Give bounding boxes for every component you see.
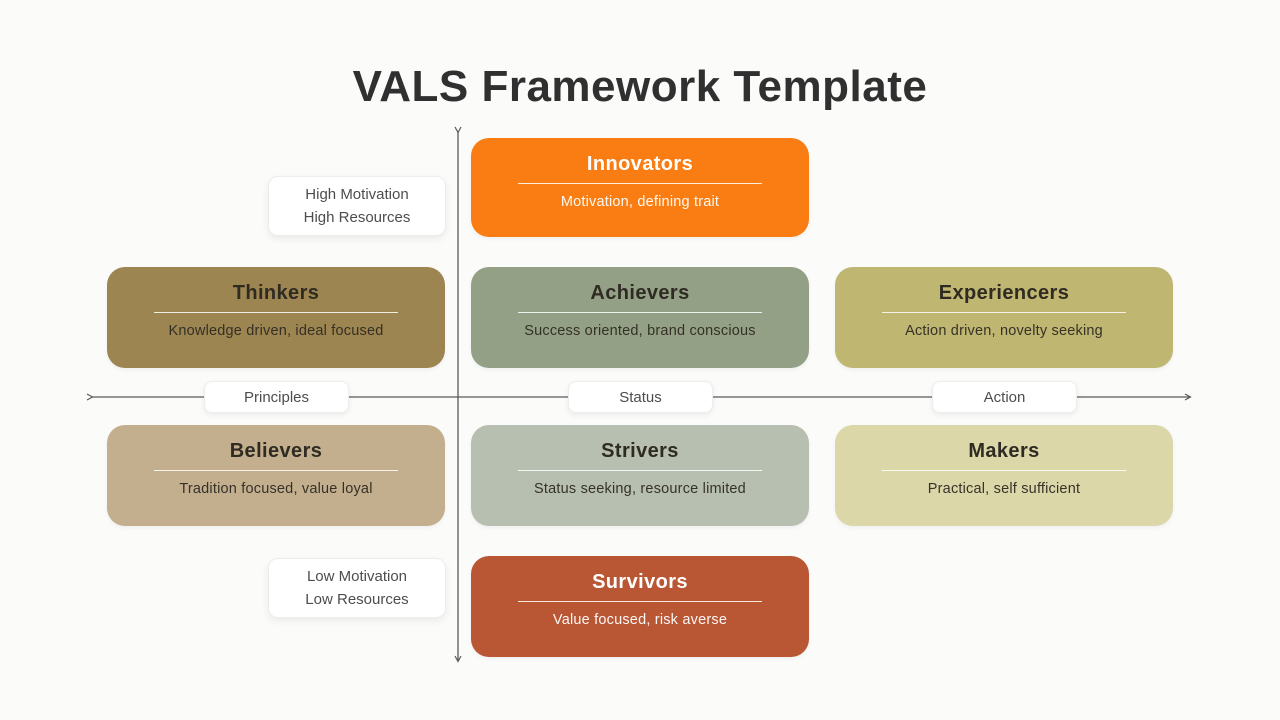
segment-title: Makers (968, 440, 1040, 462)
axis-label-text: Status (619, 388, 662, 406)
axis-label-text: Principles (243, 388, 310, 406)
segment-divider (154, 312, 398, 313)
segment-divider (518, 183, 762, 184)
note-line: Low Motivation (306, 567, 408, 585)
axis-label-action[interactable]: Action (932, 381, 1077, 413)
note-high-motivation-resources[interactable]: High Motivation High Resources (268, 176, 446, 236)
segment-card-thinkers[interactable]: Thinkers Knowledge driven, ideal focused (107, 267, 445, 368)
segment-description: Tradition focused, value loyal (179, 481, 373, 497)
page-title: VALS Framework Template (352, 62, 928, 111)
note-line: High Motivation (305, 185, 409, 203)
segment-title: Experiencers (938, 282, 1070, 304)
segment-divider (518, 312, 762, 313)
segment-description: Motivation, defining trait (560, 194, 720, 210)
axis-label-status[interactable]: Status (568, 381, 713, 413)
segment-divider (882, 470, 1126, 471)
segment-description: Knowledge driven, ideal focused (168, 323, 384, 339)
note-line: High Resources (303, 209, 411, 226)
segment-description: Status seeking, resource limited (534, 481, 746, 497)
segment-title: Believers (229, 440, 323, 462)
segment-title: Thinkers (232, 282, 320, 304)
segment-divider (518, 601, 762, 602)
segment-card-achievers[interactable]: Achievers Success oriented, brand consci… (471, 267, 809, 368)
segment-card-strivers[interactable]: Strivers Status seeking, resource limite… (471, 425, 809, 526)
segment-divider (882, 312, 1126, 313)
note-low-motivation-resources[interactable]: Low Motivation Low Resources (268, 558, 446, 618)
axis-label-text: Action (983, 388, 1026, 406)
segment-divider (518, 470, 762, 471)
segment-title: Strivers (601, 440, 679, 462)
segment-description: Action driven, novelty seeking (905, 323, 1103, 339)
segment-title: Innovators (586, 153, 694, 175)
segment-description: Value focused, risk averse (552, 612, 728, 628)
axis-label-principles[interactable]: Principles (204, 381, 349, 413)
segment-title: Survivors (592, 571, 688, 593)
segment-card-survivors[interactable]: Survivors Value focused, risk averse (471, 556, 809, 657)
segment-description: Practical, self sufficient (927, 481, 1081, 497)
segment-title: Achievers (590, 282, 690, 304)
segment-card-believers[interactable]: Believers Tradition focused, value loyal (107, 425, 445, 526)
note-line: Low Resources (305, 591, 409, 608)
segment-description: Success oriented, brand conscious (524, 323, 756, 339)
segment-divider (154, 470, 398, 471)
segment-card-experiencers[interactable]: Experiencers Action driven, novelty seek… (835, 267, 1173, 368)
segment-card-makers[interactable]: Makers Practical, self sufficient (835, 425, 1173, 526)
segment-card-innovators[interactable]: Innovators Motivation, defining trait (471, 138, 809, 237)
